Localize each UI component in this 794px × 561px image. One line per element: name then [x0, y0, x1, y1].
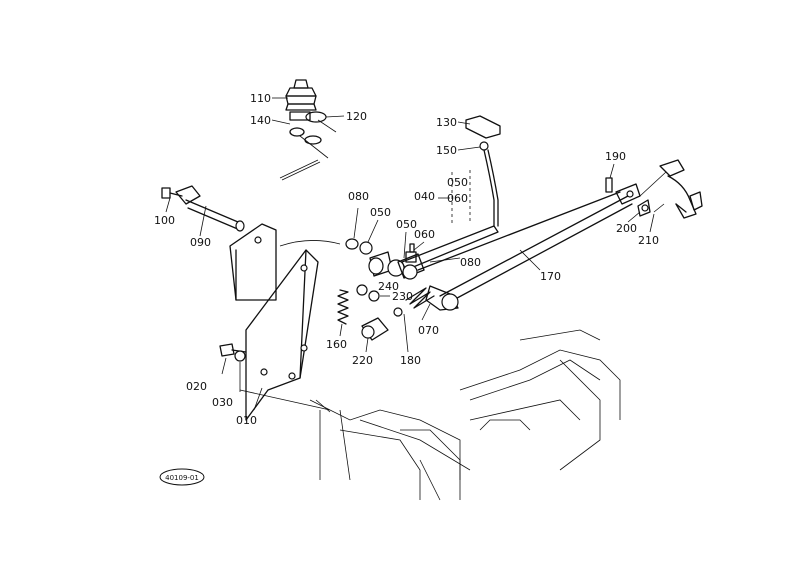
linkage-arm [639, 159, 703, 219]
label-200: 200 [616, 222, 637, 235]
part-220 [361, 317, 389, 341]
rod-170 [417, 177, 665, 305]
label-090: 090 [190, 236, 211, 249]
label-050-mid: 050 [370, 206, 391, 219]
spring-180 [405, 287, 435, 309]
label-030: 030 [212, 396, 233, 409]
label-130: 130 [436, 116, 457, 129]
label-120: 120 [346, 110, 367, 123]
label-240: 240 [378, 280, 399, 293]
pivot-shaft [345, 225, 499, 311]
small-parts-240-230 [356, 284, 403, 317]
label-220: 220 [352, 354, 373, 367]
label-110: 110 [250, 92, 271, 105]
label-170: 170 [540, 270, 561, 283]
diagram-ref-badge: 40109-01 [159, 468, 205, 486]
label-150: 150 [436, 144, 457, 157]
label-140: 140 [250, 114, 271, 127]
label-230: 230 [392, 290, 413, 303]
washer-030 [234, 350, 246, 362]
label-040: 040 [414, 190, 435, 203]
bellows-assembly [279, 79, 337, 181]
label-100: 100 [154, 214, 175, 227]
label-210: 210 [638, 234, 659, 247]
label-010: 010 [236, 414, 257, 427]
label-180: 180 [400, 354, 421, 367]
label-070: 070 [418, 324, 439, 337]
label-050-right: 050 [396, 218, 417, 231]
label-050-top: 050 [447, 176, 468, 189]
label-080-right: 080 [460, 256, 481, 269]
part-labels: 110 140 120 130 150 190 050 040 060 100 … [154, 92, 659, 427]
diagram-ref-code: 40109-01 [165, 474, 199, 482]
label-080-left: 080 [348, 190, 369, 203]
tractor-frame [239, 329, 621, 501]
label-060-top: 060 [447, 192, 468, 205]
label-020: 020 [186, 380, 207, 393]
spring-160 [337, 289, 349, 325]
label-160: 160 [326, 338, 347, 351]
bracket-plate-010 [229, 223, 341, 421]
label-190: 190 [605, 150, 626, 163]
shaft-090 [161, 185, 245, 232]
label-060-mid: 060 [414, 228, 435, 241]
leader-lines [165, 97, 655, 411]
bracket-130 [451, 115, 501, 227]
